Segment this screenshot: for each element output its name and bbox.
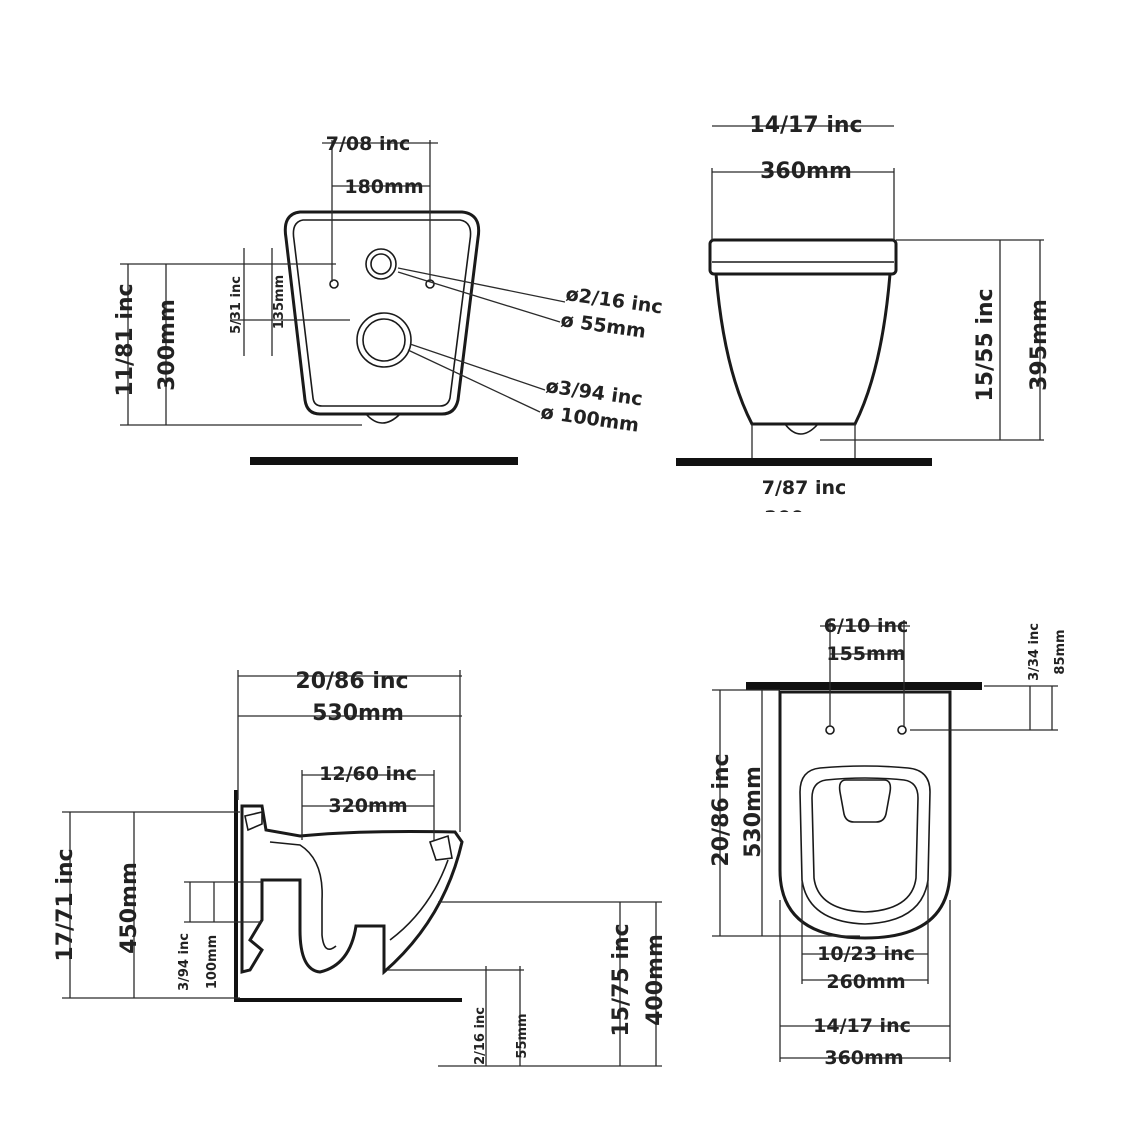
large-hole-inner [362, 318, 406, 362]
front-view: 7/08 inc 180mm 11/81 inc 300mm 5/31 inc … [113, 133, 664, 465]
top-length-mm: 530mm [741, 766, 766, 858]
bowl-width-mm: 320mm [328, 795, 407, 817]
back-width-mm: 360mm [760, 159, 852, 184]
top-width-inc: 14/17 inc [813, 1015, 911, 1037]
bolt-offset-inc: 3/34 inc [1027, 623, 1042, 681]
seat-width-inc: 10/23 inc [817, 943, 915, 965]
front-view-floor [250, 457, 518, 465]
top-view-wall [746, 682, 982, 690]
hole-spacing-mm: 135mm [272, 275, 287, 329]
top-view: 6/10 inc 155mm 3/34 inc 85mm 20/86 inc 5… [709, 615, 1068, 1069]
side-length-mm: 530mm [312, 701, 404, 726]
bolt-spacing-mm: 155mm [826, 643, 905, 665]
base-width-inc: 7/87 inc [762, 477, 847, 499]
large-hole-icon [356, 312, 412, 368]
bowl-width-inc: 12/60 inc [319, 763, 417, 785]
back-view-outlet [784, 423, 819, 435]
top-view-seat-inner [811, 777, 919, 913]
offset-mm: 55mm [515, 1013, 530, 1058]
small-hole-inner [370, 253, 392, 275]
back-view-floor [676, 458, 932, 466]
outlet-mm: 100mm [205, 935, 220, 989]
top-view-flush-hole [838, 779, 892, 823]
top-length-inc: 20/86 inc [709, 753, 734, 866]
front-view-inner-outline [292, 219, 472, 407]
side-view-trap [269, 841, 337, 950]
back-height-mm: 395mm [1027, 299, 1052, 391]
back-width-inc: 14/17 inc [749, 113, 862, 138]
bolt-offset-mm: 85mm [1053, 629, 1068, 674]
side-view-rim [428, 834, 453, 861]
side-view-body [240, 804, 464, 976]
back-view: 14/17 inc 360mm 15/55 inc 395mm 7/87 inc… [676, 113, 1052, 529]
top-width-mm: 360mm [824, 1047, 903, 1069]
bolt-hole-left [329, 279, 339, 289]
outlet-inc: 3/94 inc [177, 933, 192, 991]
top-view-seat-outer [799, 765, 931, 925]
rim-height-inc: 15/75 inc [609, 923, 634, 1036]
front-width-mm: 180mm [344, 176, 423, 198]
front-height-mm: 300mm [155, 299, 180, 391]
front-height-inc: 11/81 inc [113, 283, 138, 396]
front-width-inc: 7/08 inc [326, 133, 411, 155]
side-view: 20/86 inc 530mm 12/60 inc 320mm 17/71 in… [53, 669, 668, 1067]
back-view-bowl [714, 272, 892, 426]
front-view-outlet [365, 413, 401, 424]
top-view-body [778, 690, 952, 940]
bolt-spacing-inc: 6/10 inc [824, 615, 909, 637]
total-height-inc: 17/71 inc [53, 848, 78, 961]
back-height-inc: 15/55 inc [973, 288, 998, 401]
small-hole-icon [365, 248, 397, 280]
rim-height-mm: 400mm [643, 934, 668, 1026]
top-bolt-right [897, 725, 907, 735]
seat-width-mm: 260mm [826, 971, 905, 993]
hole-spacing-inc: 5/31 inc [229, 276, 244, 334]
total-height-mm: 450mm [117, 862, 142, 954]
side-length-inc: 20/86 inc [295, 669, 408, 694]
base-width-mm: 200mm [764, 507, 843, 529]
back-view-rim [708, 238, 898, 276]
offset-inc: 2/16 inc [473, 1007, 488, 1065]
base-width-mm-clip: 200mm [764, 507, 843, 529]
